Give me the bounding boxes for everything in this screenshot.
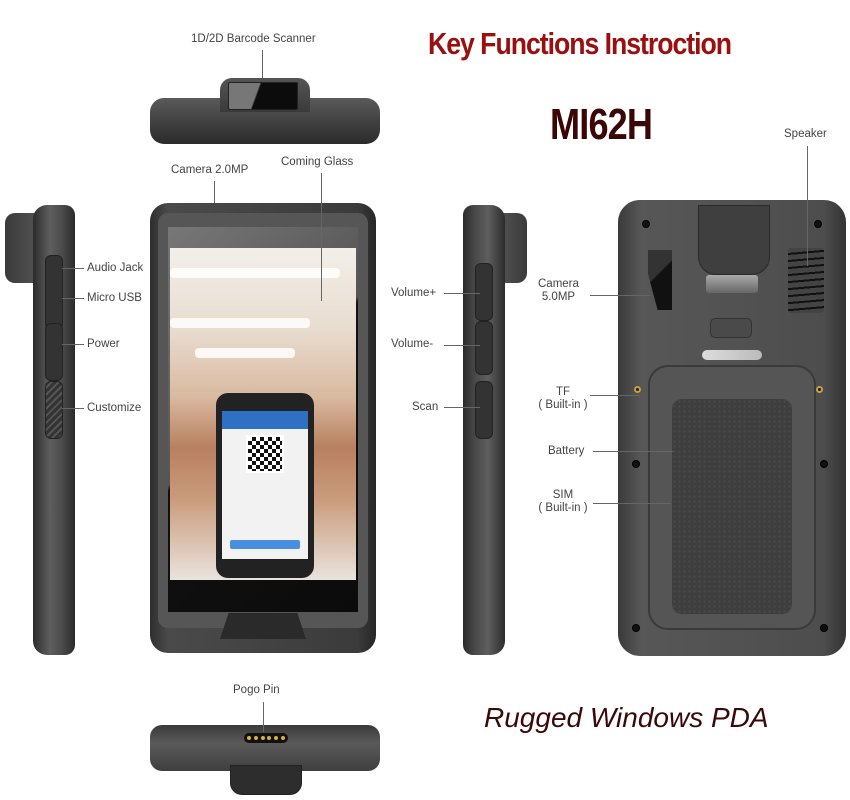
leader-line <box>807 146 808 266</box>
pogo-pin <box>274 736 279 740</box>
label-rear-camera-line1: Camera <box>538 278 579 290</box>
leader-line <box>590 395 640 396</box>
volume-up-button <box>475 263 493 321</box>
label-tf: TF ( Built-in ) <box>533 386 593 412</box>
leader-line <box>593 503 671 504</box>
model-name: MI62H <box>550 100 653 149</box>
leader-line <box>593 451 673 452</box>
label-sim-line1: SIM <box>552 489 574 501</box>
label-sim: SIM ( Built-in ) <box>533 489 593 515</box>
screen-light <box>195 348 295 358</box>
leader-line <box>214 181 215 221</box>
mini-screen <box>222 411 308 559</box>
leader-line <box>62 408 84 409</box>
pogo-pin <box>247 736 251 740</box>
label-tf-line2: ( Built-in ) <box>538 399 588 412</box>
device-bottom-edge <box>150 725 380 771</box>
app-button <box>230 540 300 549</box>
label-rear-camera: Camera 5.0MP <box>538 278 579 304</box>
tagline: Rugged Windows PDA <box>484 702 769 733</box>
leader-line <box>262 50 263 88</box>
battery-cover <box>648 365 816 630</box>
strap-clip <box>706 275 758 293</box>
leader-line <box>444 407 480 408</box>
label-pogo-pin: Pogo Pin <box>233 684 280 696</box>
screen-light <box>170 268 340 278</box>
label-speaker: Speaker <box>784 128 827 140</box>
pogo-pin <box>267 736 272 740</box>
contact-marker <box>816 386 823 393</box>
customize-button <box>45 381 63 439</box>
scanner-window <box>228 82 298 110</box>
device-left-side-view <box>5 205 75 655</box>
power-button <box>45 323 63 381</box>
fingerprint-pad <box>710 318 752 338</box>
scanner-housing-back <box>698 205 770 275</box>
rear-camera <box>648 250 672 310</box>
screen-light <box>170 318 310 328</box>
front-chin <box>220 613 306 639</box>
screw <box>820 624 828 632</box>
label-rear-camera-line2: 5.0MP <box>541 291 576 304</box>
pogo-pin <box>253 736 258 740</box>
page-title: Key Functions Instroction <box>428 26 732 61</box>
battery-latch <box>702 350 762 360</box>
app-header <box>222 411 308 429</box>
speaker-grille <box>788 248 824 313</box>
label-micro-usb: Micro USB <box>87 292 142 304</box>
leader-line <box>444 345 480 346</box>
battery-texture <box>672 399 792 614</box>
tf-slot-marker <box>634 386 641 393</box>
screw <box>632 624 640 632</box>
label-audio-jack: Audio Jack <box>87 262 144 274</box>
handheld-device-image <box>216 393 314 578</box>
label-barcode-scanner: 1D/2D Barcode Scanner <box>191 33 316 45</box>
screw <box>814 220 822 228</box>
label-customize: Customize <box>87 402 142 414</box>
qr-code-icon <box>246 435 284 473</box>
device-screen <box>170 248 356 580</box>
leader-line <box>62 344 84 345</box>
screw <box>642 220 650 228</box>
label-glass: Coming Glass <box>281 156 354 168</box>
label-power: Power <box>87 338 120 350</box>
label-front-camera: Camera 2.0MP <box>171 164 249 176</box>
scan-button <box>475 381 493 439</box>
bottom-handle <box>230 765 302 795</box>
label-scan: Scan <box>412 401 439 413</box>
leader-line <box>62 268 84 269</box>
leader-line <box>444 293 480 294</box>
device-bottom-view <box>150 725 380 797</box>
device-front-view <box>150 203 376 653</box>
device-top-view <box>150 70 380 145</box>
leader-line <box>263 702 264 732</box>
label-tf-line1: TF <box>555 386 571 398</box>
volume-down-button <box>475 321 493 375</box>
screw <box>632 460 640 468</box>
pogo-pin <box>280 736 285 740</box>
screw <box>820 460 828 468</box>
device-right-side-view <box>463 205 533 655</box>
label-volume-down: Volume- <box>391 338 434 350</box>
port-cover <box>45 255 63 330</box>
label-sim-line2: ( Built-in ) <box>538 502 588 515</box>
label-volume-up: Volume+ <box>391 287 437 299</box>
device-back-view <box>618 200 846 656</box>
label-battery: Battery <box>548 445 585 457</box>
leader-line <box>590 295 650 296</box>
leader-line <box>62 298 84 299</box>
pogo-pin <box>260 736 265 740</box>
pogo-pin-connector <box>244 733 288 743</box>
leader-line <box>321 173 322 301</box>
